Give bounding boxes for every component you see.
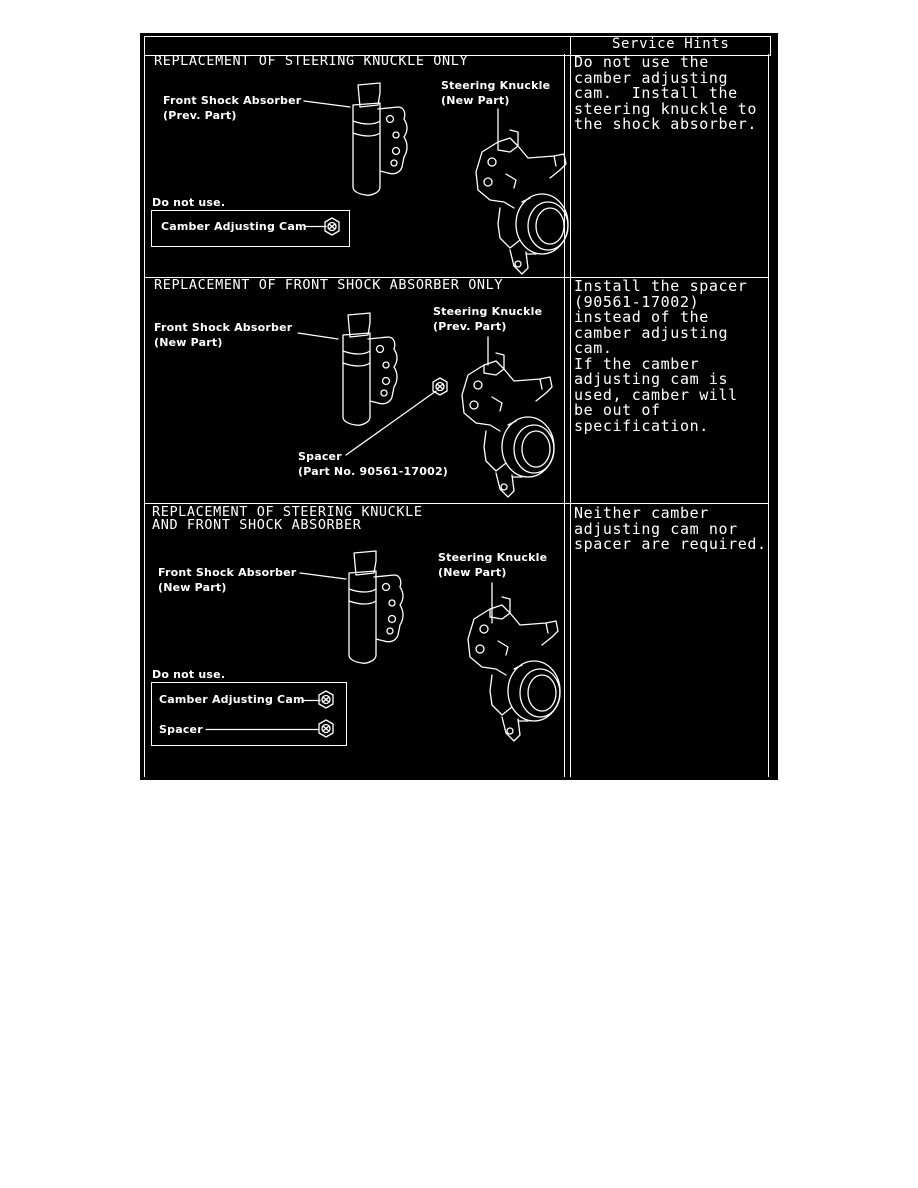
row2-steering-knuckle-drawing bbox=[461, 352, 555, 498]
row-divider-2 bbox=[144, 503, 768, 504]
row1-shock-label: Front Shock Absorber (Prev. Part) bbox=[163, 94, 302, 122]
row3-spacer-icon bbox=[318, 719, 334, 738]
row1-service-hint: Do not use the camber adjusting cam. Ins… bbox=[574, 53, 757, 133]
row3-do-not-use-box bbox=[151, 682, 347, 746]
row-divider-1 bbox=[144, 277, 768, 278]
row2-service-hint: Install the spacer (90561-17002) instead… bbox=[574, 277, 748, 435]
spacer-icon bbox=[432, 377, 448, 396]
row1-steering-knuckle-drawing bbox=[475, 129, 569, 275]
right-border bbox=[768, 54, 769, 777]
row1-do-not-use: Do not use. bbox=[152, 196, 226, 209]
row1-shock-absorber-drawing bbox=[352, 82, 408, 196]
row3-steering-knuckle-drawing bbox=[467, 596, 561, 742]
row3-knuckle-label: Steering Knuckle (New Part) bbox=[438, 551, 548, 579]
row2-illustration-lines bbox=[297, 332, 489, 456]
row2-shock-label: Front Shock Absorber (New Part) bbox=[154, 321, 293, 349]
row1-do-not-use-box bbox=[151, 210, 350, 247]
row3-cam-label: Camber Adjusting Cam bbox=[159, 693, 305, 706]
row3-shock-label: Front Shock Absorber (New Part) bbox=[158, 566, 297, 594]
row3-shock-absorber-drawing bbox=[348, 550, 404, 664]
row1-heading: REPLACEMENT OF STEERING KNUCKLE ONLY bbox=[154, 53, 469, 69]
header-divider bbox=[570, 36, 571, 54]
row3-service-hint: Neither camber adjusting cam nor spacer … bbox=[574, 504, 767, 553]
row2-knuckle-label: Steering Knuckle (Prev. Part) bbox=[433, 305, 543, 333]
camber-cam-icon bbox=[324, 217, 340, 236]
row3-camber-cam-icon bbox=[318, 690, 334, 709]
row3-heading: REPLACEMENT OF STEERING KNUCKLE AND FRON… bbox=[152, 504, 423, 533]
row1-cam-label: Camber Adjusting Cam bbox=[161, 220, 307, 233]
row3-spacer-label: Spacer bbox=[159, 723, 203, 736]
document-page: Service Hints REPLACEMENT OF STEERING KN… bbox=[140, 33, 778, 780]
row2-shock-absorber-drawing bbox=[342, 312, 398, 426]
row1-illustration-lines bbox=[303, 100, 499, 142]
row3-illustration-lines bbox=[299, 572, 493, 624]
row1-knuckle-label: Steering Knuckle (New Part) bbox=[441, 79, 551, 107]
column-divider-left bbox=[564, 54, 565, 777]
column-divider-right bbox=[570, 54, 571, 777]
service-hints-title: Service Hints bbox=[612, 36, 730, 52]
row2-spacer-label: Spacer (Part No. 90561-17002) bbox=[298, 450, 449, 478]
row3-spacer-leader-line bbox=[205, 728, 319, 731]
row1-cam-leader-line bbox=[305, 225, 327, 228]
row3-do-not-use: Do not use. bbox=[152, 668, 226, 681]
row3-cam-leader-line bbox=[301, 699, 321, 702]
header-frame bbox=[144, 36, 771, 56]
row2-heading: REPLACEMENT OF FRONT SHOCK ABSORBER ONLY bbox=[154, 277, 504, 293]
left-border bbox=[144, 54, 145, 777]
